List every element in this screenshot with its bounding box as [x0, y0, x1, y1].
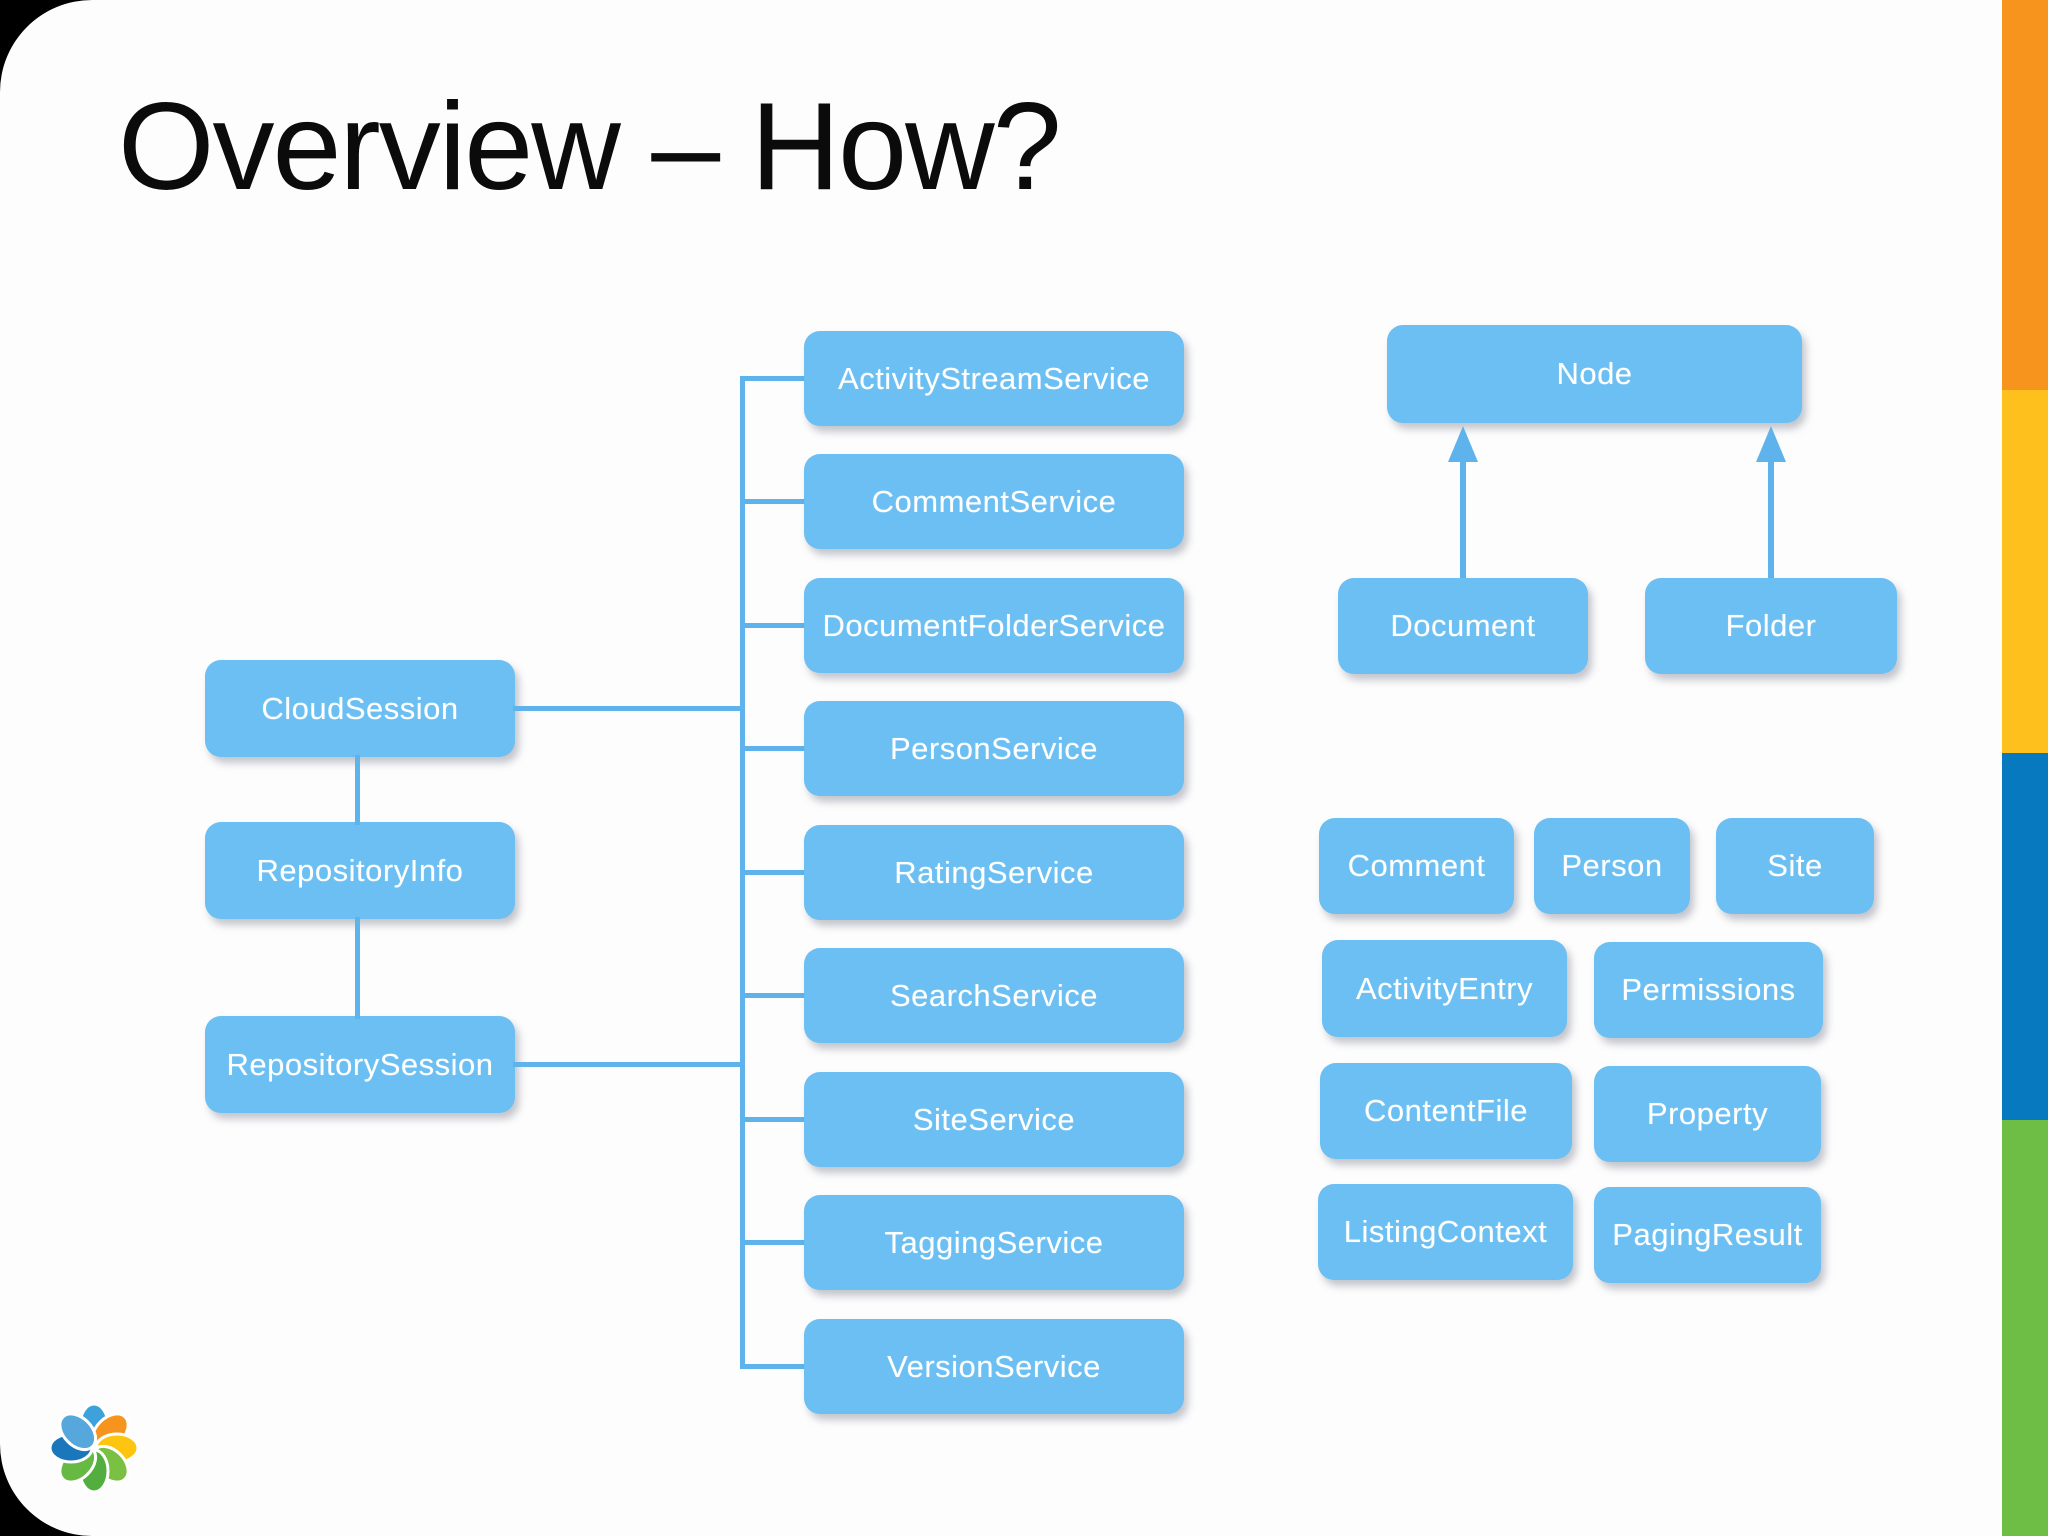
accent-stripe-orange	[2002, 0, 2048, 390]
box-contentfile: ContentFile	[1320, 1063, 1572, 1159]
box-site: Site	[1716, 818, 1874, 914]
inheritance-arrow-head-folder	[1756, 426, 1786, 462]
connector-repositoryinfo-repositorysession	[355, 917, 360, 1019]
connector-stub-taggingservice	[742, 1240, 804, 1245]
connector-stub-documentfolderservice	[742, 623, 804, 628]
box-listingcontext: ListingContext	[1318, 1184, 1573, 1280]
box-comment: Comment	[1319, 818, 1514, 914]
box-activitystreamservice: ActivityStreamService	[804, 331, 1184, 426]
box-documentfolderservice: DocumentFolderService	[804, 578, 1184, 673]
accent-stripe-green	[2002, 1120, 2048, 1536]
box-siteservice: SiteService	[804, 1072, 1184, 1167]
connector-stub-versionservice	[742, 1364, 804, 1369]
accent-stripe-yellow	[2002, 390, 2048, 753]
box-person: Person	[1534, 818, 1690, 914]
page-title: Overview – How?	[118, 78, 1062, 216]
box-pagingresult: PagingResult	[1594, 1187, 1821, 1283]
connector-cloudsession-spine	[513, 706, 744, 711]
inheritance-arrow-shaft-folder	[1768, 458, 1774, 578]
box-repositoryinfo: RepositoryInfo	[205, 822, 515, 919]
box-folder: Folder	[1645, 578, 1897, 674]
alfresco-logo-icon	[48, 1402, 140, 1494]
box-document: Document	[1338, 578, 1588, 674]
connector-stub-searchservice	[742, 993, 804, 998]
box-ratingservice: RatingService	[804, 825, 1184, 920]
connector-stub-ratingservice	[742, 870, 804, 875]
connector-repositorysession-spine	[513, 1062, 744, 1067]
box-property: Property	[1594, 1066, 1821, 1162]
box-personservice: PersonService	[804, 701, 1184, 796]
box-permissions: Permissions	[1594, 942, 1823, 1038]
connector-stub-personservice	[742, 746, 804, 751]
box-searchservice: SearchService	[804, 948, 1184, 1043]
inheritance-arrow-head-document	[1448, 426, 1478, 462]
box-commentservice: CommentService	[804, 454, 1184, 549]
connector-stub-siteservice	[742, 1117, 804, 1122]
box-versionservice: VersionService	[804, 1319, 1184, 1414]
inheritance-arrow-shaft-document	[1460, 458, 1466, 578]
connector-stub-commentservice	[742, 499, 804, 504]
box-repositorysession: RepositorySession	[205, 1016, 515, 1113]
connector-cloudsession-repositoryinfo	[355, 755, 360, 825]
connector-stub-activitystreamservice	[742, 376, 804, 381]
box-node: Node	[1387, 325, 1802, 423]
box-cloudsession: CloudSession	[205, 660, 515, 757]
box-activityentry: ActivityEntry	[1322, 940, 1567, 1037]
box-taggingservice: TaggingService	[804, 1195, 1184, 1290]
accent-stripe-blue	[2002, 753, 2048, 1120]
